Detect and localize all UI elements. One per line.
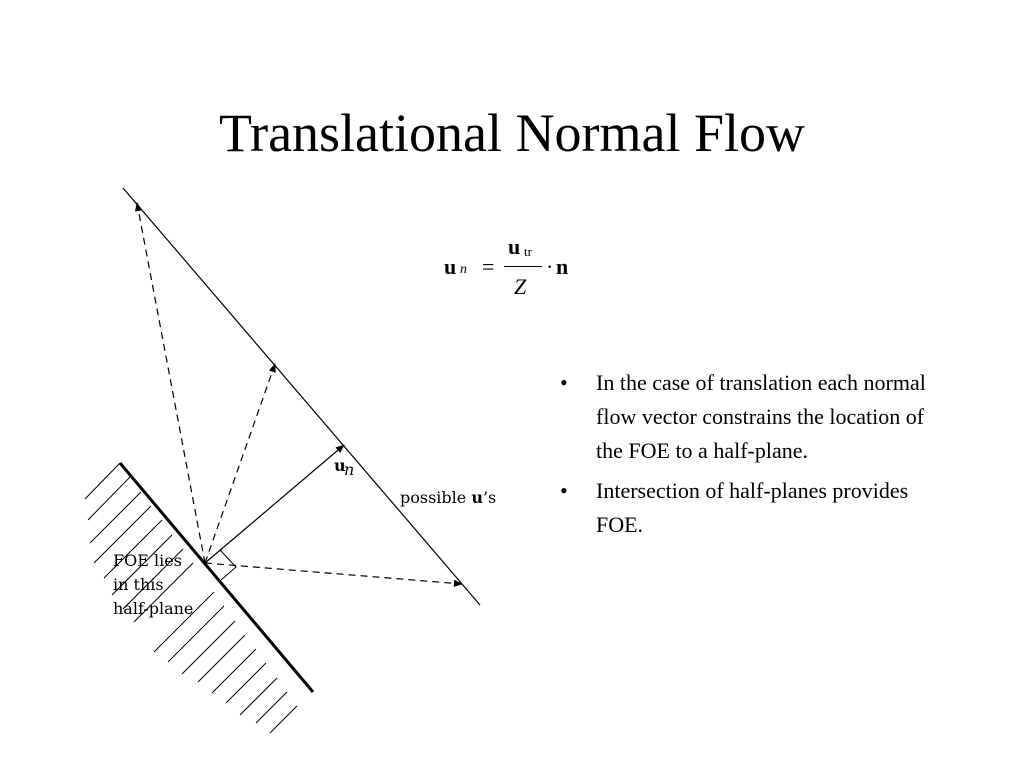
possible-vectors-label: possible u’s [400, 488, 496, 507]
bullet-mark: • [560, 478, 568, 503]
bullet-list: • In the case of translation each normal… [556, 366, 956, 548]
bullet-text: Intersection of half-planes provides FOE… [596, 478, 909, 537]
bullet-mark: • [560, 370, 568, 395]
possible-vector-lower [204, 562, 463, 587]
possible-label-prefix: possible [400, 488, 471, 507]
formula-fraction-bar [504, 266, 542, 267]
formula-numerator: u [508, 234, 521, 259]
bullet-item: • In the case of translation each normal… [556, 366, 956, 468]
formula-dot-operator: · [546, 254, 554, 279]
possible-label-vector: u [471, 488, 483, 507]
normal-flow-label: u [334, 456, 346, 475]
possible-label-suffix: ’s [483, 488, 496, 507]
possible-vector-upper [134, 202, 206, 564]
normal-flow-formula: u n = u tr Z · n [440, 234, 580, 304]
formula-numerator-subscript: tr [524, 244, 532, 259]
formula-lhs-subscript: n [460, 262, 467, 277]
formula-normal-vector: n [556, 254, 569, 279]
right-angle-marker [219, 549, 237, 581]
half-plane-boundary [118, 462, 315, 693]
constraint-line [122, 187, 481, 606]
half-plane-hatching [84, 462, 298, 734]
foe-label-line-1: FOE lies [113, 551, 182, 570]
normal-flow-label-subscript: n [344, 460, 354, 479]
bullet-item: • Intersection of half-planes provides F… [556, 474, 956, 542]
formula-lhs-vector: u [444, 254, 457, 279]
bullet-text: In the case of translation each normal f… [596, 370, 926, 463]
formula-equals: = [482, 254, 495, 279]
slide-title: Translational Normal Flow [219, 103, 805, 163]
foe-label-line-3: half-plane [113, 599, 193, 618]
possible-flow-vectors [134, 202, 463, 587]
normal-flow-vector [204, 444, 345, 564]
formula-denominator: Z [514, 274, 527, 299]
foe-label-line-2: in this [113, 575, 164, 594]
